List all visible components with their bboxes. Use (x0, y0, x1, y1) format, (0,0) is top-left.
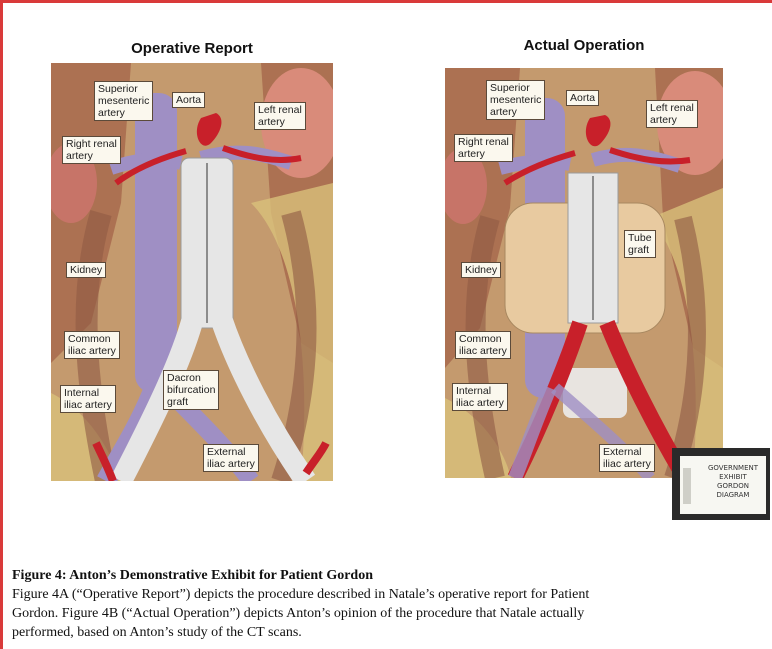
label-tube-graft: Tube graft (624, 230, 656, 258)
label-aorta-b: Aorta (566, 90, 599, 106)
figure-caption: Figure 4: Anton’s Demonstrative Exhibit … (12, 566, 772, 642)
label-internal-iliac-artery-a: Internal iliac artery (60, 385, 116, 413)
caption-line-1: Figure 4A (“Operative Report”) depicts t… (12, 585, 772, 604)
caption-line-2: Gordon. Figure 4B (“Actual Operation”) d… (12, 604, 772, 623)
caption-title: Figure 4: Anton’s Demonstrative Exhibit … (12, 566, 772, 585)
label-right-renal-artery-a: Right renal artery (62, 136, 121, 164)
stamp-side-strip (683, 468, 691, 504)
government-exhibit-stamp: GOVERNMENT EXHIBIT GORDON DIAGRAM (672, 448, 770, 520)
label-left-renal-artery-a: Left renal artery (254, 102, 306, 130)
label-kidney-b: Kidney (461, 262, 501, 278)
stamp-label-area: GOVERNMENT EXHIBIT GORDON DIAGRAM (680, 456, 766, 514)
label-common-iliac-artery-b: Common iliac artery (455, 331, 511, 359)
frame-left-border (0, 0, 3, 649)
label-internal-iliac-artery-b: Internal iliac artery (452, 383, 508, 411)
panel-title-actual-operation: Actual Operation (444, 37, 724, 54)
label-aorta-a: Aorta (172, 92, 205, 108)
panel-title-operative-report: Operative Report (52, 40, 332, 57)
label-superior-mesenteric-artery-b: Superior mesenteric artery (486, 80, 545, 120)
label-external-iliac-artery-b: External iliac artery (599, 444, 655, 472)
label-right-renal-artery-b: Right renal artery (454, 134, 513, 162)
label-dacron-bifurcation-graft: Dacron bifurcation graft (163, 370, 219, 410)
label-common-iliac-artery-a: Common iliac artery (64, 331, 120, 359)
stamp-text: GOVERNMENT EXHIBIT GORDON DIAGRAM (700, 464, 766, 500)
label-left-renal-artery-b: Left renal artery (646, 100, 698, 128)
frame-top-border (0, 0, 772, 3)
caption-line-3: performed, based on Anton’s study of the… (12, 623, 772, 642)
label-superior-mesenteric-artery-a: Superior mesenteric artery (94, 81, 153, 121)
label-external-iliac-artery-a: External iliac artery (203, 444, 259, 472)
label-kidney-a: Kidney (66, 262, 106, 278)
